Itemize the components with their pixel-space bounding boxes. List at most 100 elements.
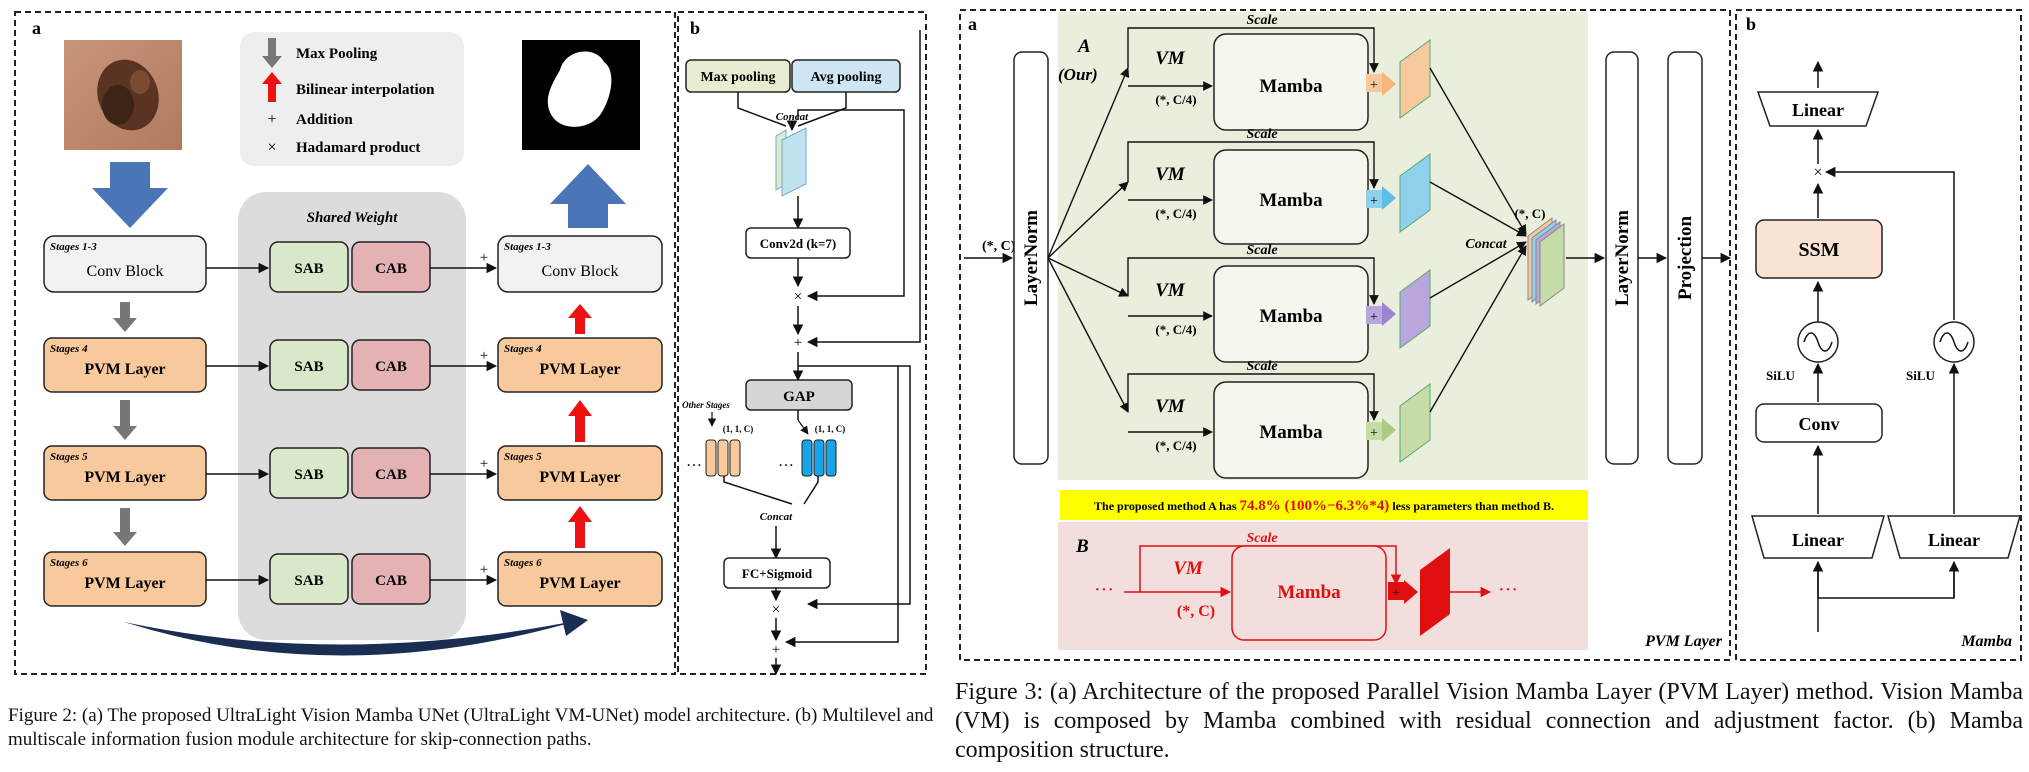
decoder-stage-4-name: PVM Layer [539, 361, 620, 378]
scale-label: Scale [1246, 13, 1277, 28]
max-pooling-arrow-icon [262, 38, 282, 68]
decoder-stage-1-3-label: Stages 1-3 [504, 241, 551, 253]
decoder-stage-6-name: PVM Layer [539, 575, 620, 592]
branch-arrow-icon [1382, 72, 1396, 96]
residual-path-2 [806, 30, 921, 348]
branch-arrow-icon [1382, 186, 1396, 210]
residual-path-1 [797, 109, 905, 302]
vm-branch-3: Scale VM (*, C/4) Mamba + [1127, 243, 1431, 363]
legend-plus-symbol: + [267, 111, 276, 128]
pvm-layer-label: PVM Layer [1644, 633, 1723, 650]
mamba-label: Mamba [1259, 422, 1323, 443]
max-pool-arrow-icon [113, 400, 137, 440]
converge-lines [1429, 67, 1527, 413]
note-prefix: The proposed method A has [1094, 499, 1239, 513]
max-pool-arrow-icon [113, 508, 137, 546]
encoder-stage-6-label: Stages 6 [50, 557, 88, 569]
method-a-label: A [1077, 36, 1091, 57]
concat-shape-label: (*, C) [1514, 206, 1545, 221]
method-b-dots-right: ··· [1498, 579, 1518, 601]
method-b-dots-left: ··· [1094, 579, 1114, 601]
gap-label: GAP [783, 389, 815, 405]
bilinear-up-arrow-icon [568, 506, 592, 548]
figure-3: a b A (Our) (*, C) LayerNorm Scale VM (*… [959, 9, 2022, 661]
encoder-stage-1-3-label: Stages 1-3 [50, 241, 97, 253]
note-suffix: less parameters than method B. [1389, 499, 1554, 513]
fanout-lines [1047, 67, 1130, 413]
branch-arrow-icon [1382, 418, 1396, 442]
max-pooling-label: Max pooling [700, 70, 775, 85]
other-stages-label: Other Stages [682, 400, 730, 410]
linear-top-trapezoid [1756, 91, 1880, 127]
dots-right: … [778, 453, 794, 470]
cab-label: CAB [375, 261, 407, 277]
encoder-stage-4-name: PVM Layer [84, 361, 165, 378]
method-b-label: B [1075, 536, 1089, 557]
add-symbol: + [480, 456, 488, 472]
shared-weight-label: Shared Weight [307, 210, 399, 226]
decoder-stage-4-box [497, 337, 663, 393]
add-symbol: + [1370, 78, 1378, 93]
ssm-box [1755, 219, 1883, 279]
parameter-note-bar [1060, 490, 1588, 520]
encoder-column: Stages 1-3 Conv Block Stages 4 PVM Layer… [43, 235, 207, 607]
max-pool-arrow-icon [113, 302, 137, 332]
silu-label-1: SiLU [1766, 368, 1796, 383]
conv2d-label: Conv2d (k=7) [760, 236, 836, 251]
avg-pooling-label: Avg pooling [811, 70, 882, 85]
cab-box [351, 339, 431, 391]
sab-label: SAB [294, 573, 323, 589]
bilinear-up-arrow-icon [568, 304, 592, 334]
mamba-label: Mamba [1259, 190, 1323, 211]
sab-label: SAB [294, 261, 323, 277]
legend-bilinear: Bilinear interpolation [296, 82, 435, 98]
projection-label: Projection [1675, 216, 1696, 300]
concat-label-2: Concat [760, 511, 793, 523]
sub-shape-label: (*, C/4) [1155, 92, 1196, 107]
sub-shape-label: (*, C/4) [1155, 322, 1196, 337]
linear-left-label: Linear [1792, 530, 1844, 550]
figure-3-caption: Figure 3: (a) Architecture of the propos… [955, 679, 2023, 763]
hadamard-symbol: × [794, 289, 802, 305]
fc-sigmoid-label: FC+Sigmoid [742, 566, 813, 581]
sub-shape-label: (*, C/4) [1155, 438, 1196, 453]
add-symbol: + [794, 335, 802, 351]
legend-times-symbol: × [267, 139, 276, 156]
vector-merge-lines [723, 476, 819, 505]
fig2-panel-b: Max pooling Avg pooling Concat Conv2d (k… [682, 30, 921, 676]
cab-label: CAB [375, 573, 407, 589]
legend-max-pooling: Max Pooling [296, 46, 378, 62]
figure-2: a b Max Pooling Bilinear interpolation +… [14, 11, 927, 676]
method-b-arrow-icon [1404, 580, 1418, 604]
cab-box [351, 553, 431, 605]
shape-label-right: (1, 1, C) [815, 424, 846, 434]
layernorm-label: LayerNorm [1021, 210, 1042, 306]
input-lesion-image [64, 40, 182, 150]
sab-label: SAB [294, 467, 323, 483]
encoder-stage-5-box [43, 445, 207, 501]
bottom-curved-arrowhead-icon [560, 610, 588, 636]
fig2-panel-b-label: b [690, 18, 700, 38]
feature-map-icon [781, 127, 807, 197]
encoder-stage-5-label: Stages 5 [50, 451, 88, 463]
output-arrow-icon [550, 164, 626, 228]
add-symbol: + [1370, 426, 1378, 441]
hadamard-symbol: × [772, 602, 780, 618]
shape-label-left: (1, 1, C) [723, 424, 754, 434]
encoder-stage-4-box [43, 337, 207, 393]
vm-branch-4: Scale VM (*, C/4) Mamba + [1127, 359, 1431, 479]
add-symbol: + [1370, 194, 1378, 209]
linear-right-label: Linear [1928, 530, 1980, 550]
fig2-panel-b-frame [677, 11, 927, 675]
sab-box [269, 553, 349, 605]
dots-left: … [686, 453, 702, 470]
gap-branch-lines [798, 365, 911, 604]
silu-label-2: SiLU [1906, 368, 1936, 383]
decoder-column: Stages 1-3 Conv Block Stages 4 PVM Layer… [497, 235, 663, 607]
fig3-panel-a-label: a [968, 14, 977, 34]
input-shape-label: (*, C) [982, 239, 1016, 254]
mamba-label: Mamba [1259, 76, 1323, 97]
encoder-stage-6-name: PVM Layer [84, 575, 165, 592]
figure-2-caption: Figure 2: (a) The proposed UltraLight Vi… [8, 705, 934, 750]
method-a-sub: (Our) [1058, 65, 1098, 84]
